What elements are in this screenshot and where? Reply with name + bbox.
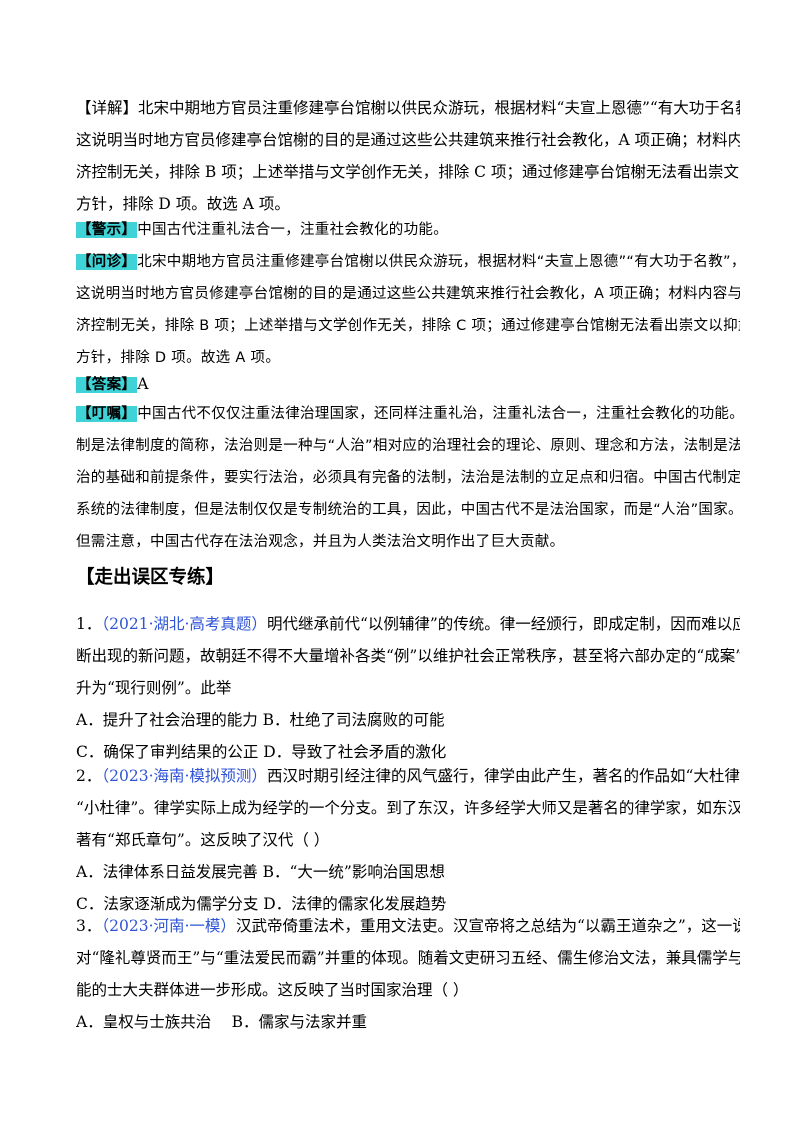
reminder-paragraph: 【叮嘱】中国古代不仅仅注重法律治理国家，还同样注重礼治，注重礼法合一，注重社会教… [76, 398, 740, 558]
section-heading: 【走出误区专练】 [76, 567, 225, 588]
answer-paragraph: 【答案】A [76, 368, 740, 400]
warning-label: 【警示】 [76, 222, 138, 238]
diagnosis-label: 【问诊】 [76, 254, 138, 270]
diagnosis-line-4: 方针，排除 D 项。故选 A 项。 [76, 350, 281, 366]
question-source[interactable]: （2023·海南·模拟预测） [101, 767, 267, 785]
question-2-line-1: 2．（2023·海南·模拟预测）西汉时期引经注律的风气盛行，律学由此产生，著名的… [76, 767, 740, 785]
question-3-options-ab: A．皇权与士族共治 B．儒家与法家并重 [76, 1013, 368, 1031]
detail-paragraph: 【详解】北宋中期地方官员注重修建亭台馆榭以供民众游玩，根据材料“夫宣上恩德”“有… [76, 92, 740, 220]
question-1-line-1: 1．（2021·湖北·高考真题）明代继承前代“以例辅律”的传统。律一经颁行，即成… [76, 615, 740, 633]
reminder-line-2: 制是法律制度的简称，法治则是一种与“人治”相对应的治理社会的理论、原则、理念和方… [76, 438, 740, 454]
question-2-line-2: “小杜律”。律学实际上成为经学的一个分支。到了东汉，许多经学大师又是著名的律学家… [76, 799, 740, 817]
reminder-line-4: 系统的法律制度，但是法制仅仅是专制统治的工具，因此，中国古代不是法治国家，而是“… [76, 502, 740, 518]
question-number: 1． [76, 615, 102, 633]
question-2-line-3: 著有“郑氏章句”。这反映了汉代（ ） [76, 831, 330, 849]
reminder-line-5: 但需注意，中国古代存在法治观念，并且为人类法治文明作出了巨大贡献。 [76, 534, 565, 550]
warning-paragraph: 【警示】中国古代注重礼法合一，注重社会教化的功能。 [76, 214, 740, 246]
reminder-label: 【叮嘱】 [76, 406, 138, 422]
question-1: 1．（2021·湖北·高考真题）明代继承前代“以例辅律”的传统。律一经颁行，即成… [76, 608, 740, 768]
diagnosis-line-1: 【问诊】北宋中期地方官员注重修建亭台馆榭以供民众游玩，根据材料“夫宣上恩德”“有… [76, 254, 740, 270]
diagnosis-paragraph: 【问诊】北宋中期地方官员注重修建亭台馆榭以供民众游玩，根据材料“夫宣上恩德”“有… [76, 246, 740, 374]
detail-line-1: 【详解】北宋中期地方官员注重修建亭台馆榭以供民众游玩，根据材料“夫宣上恩德”“有… [76, 99, 740, 117]
detail-line-3: 济控制无关，排除 B 项；上述举措与文学创作无关，排除 C 项；通过修建亭台馆榭… [76, 163, 740, 181]
question-number: 3． [76, 917, 102, 935]
question-1-line-3: 升为“现行则例”。此举 [76, 679, 232, 697]
diagnosis-line-2: 这说明当时地方官员修建亭台馆榭的目的是通过这些公共建筑来推行社会教化，A 项正确… [76, 286, 740, 302]
diagnosis-line-3: 济控制无关，排除 B 项；上述举措与文学创作无关，排除 C 项；通过修建亭台馆榭… [76, 318, 740, 334]
question-3-line-2: 对“隆礼尊贤而王”与“重法爱民而霸”并重的体现。随着文吏研习五经、儒生修治文法，… [76, 949, 740, 967]
question-3-line-3: 能的士大夫群体进一步形成。这反映了当时国家治理（ ） [76, 981, 469, 999]
answer-value: A [137, 375, 149, 393]
question-2-options-cd: C．法家逐渐成为儒学分支 D．法律的儒家化发展趋势 [76, 895, 447, 913]
question-1-line-2: 断出现的新问题，故朝廷不得不大量增补各类“例”以维护社会正常秩序，甚至将六部办定… [76, 647, 740, 665]
question-3-line-1: 3．（2023·河南·一模）汉武帝倚重法术，重用文法吏。汉宣帝将之总结为“以霸王… [76, 917, 740, 935]
warning-line: 【警示】中国古代注重礼法合一，注重社会教化的功能。 [76, 222, 449, 238]
question-1-options-cd: C．确保了审判结果的公正 D．导致了社会矛盾的激化 [76, 743, 447, 761]
answer-label: 【答案】 [76, 377, 138, 393]
detail-label: 【详解】 [76, 99, 139, 117]
question-source[interactable]: （2023·河南·一模） [101, 917, 236, 935]
detail-line-4: 方针，排除 D 项。故选 A 项。 [76, 195, 290, 213]
answer-line: 【答案】A [76, 368, 740, 400]
question-2-options-ab: A．法律体系日益发展完善 B．“大一统”影响治国思想 [76, 863, 445, 881]
reminder-line-3: 治的基础和前提条件，要实行法治，必须具有完备的法制，法治是法制的立足点和归宿。中… [76, 470, 740, 486]
detail-line-2: 这说明当时地方官员修建亭台馆榭的目的是通过这些公共建筑来推行社会教化，A 项正确… [76, 131, 740, 149]
question-source[interactable]: （2021·湖北·高考真题） [101, 615, 267, 633]
question-1-options-ab: A．提升了社会治理的能力 B．杜绝了司法腐败的可能 [76, 711, 445, 729]
reminder-line-1: 【叮嘱】中国古代不仅仅注重法律治理国家，还同样注重礼治，注重礼法合一，注重社会教… [76, 406, 740, 422]
question-3: 3．（2023·河南·一模）汉武帝倚重法术，重用文法吏。汉宣帝将之总结为“以霸王… [76, 910, 740, 1038]
question-number: 2． [76, 767, 102, 785]
question-2: 2．（2023·海南·模拟预测）西汉时期引经注律的风气盛行，律学由此产生，著名的… [76, 760, 740, 920]
